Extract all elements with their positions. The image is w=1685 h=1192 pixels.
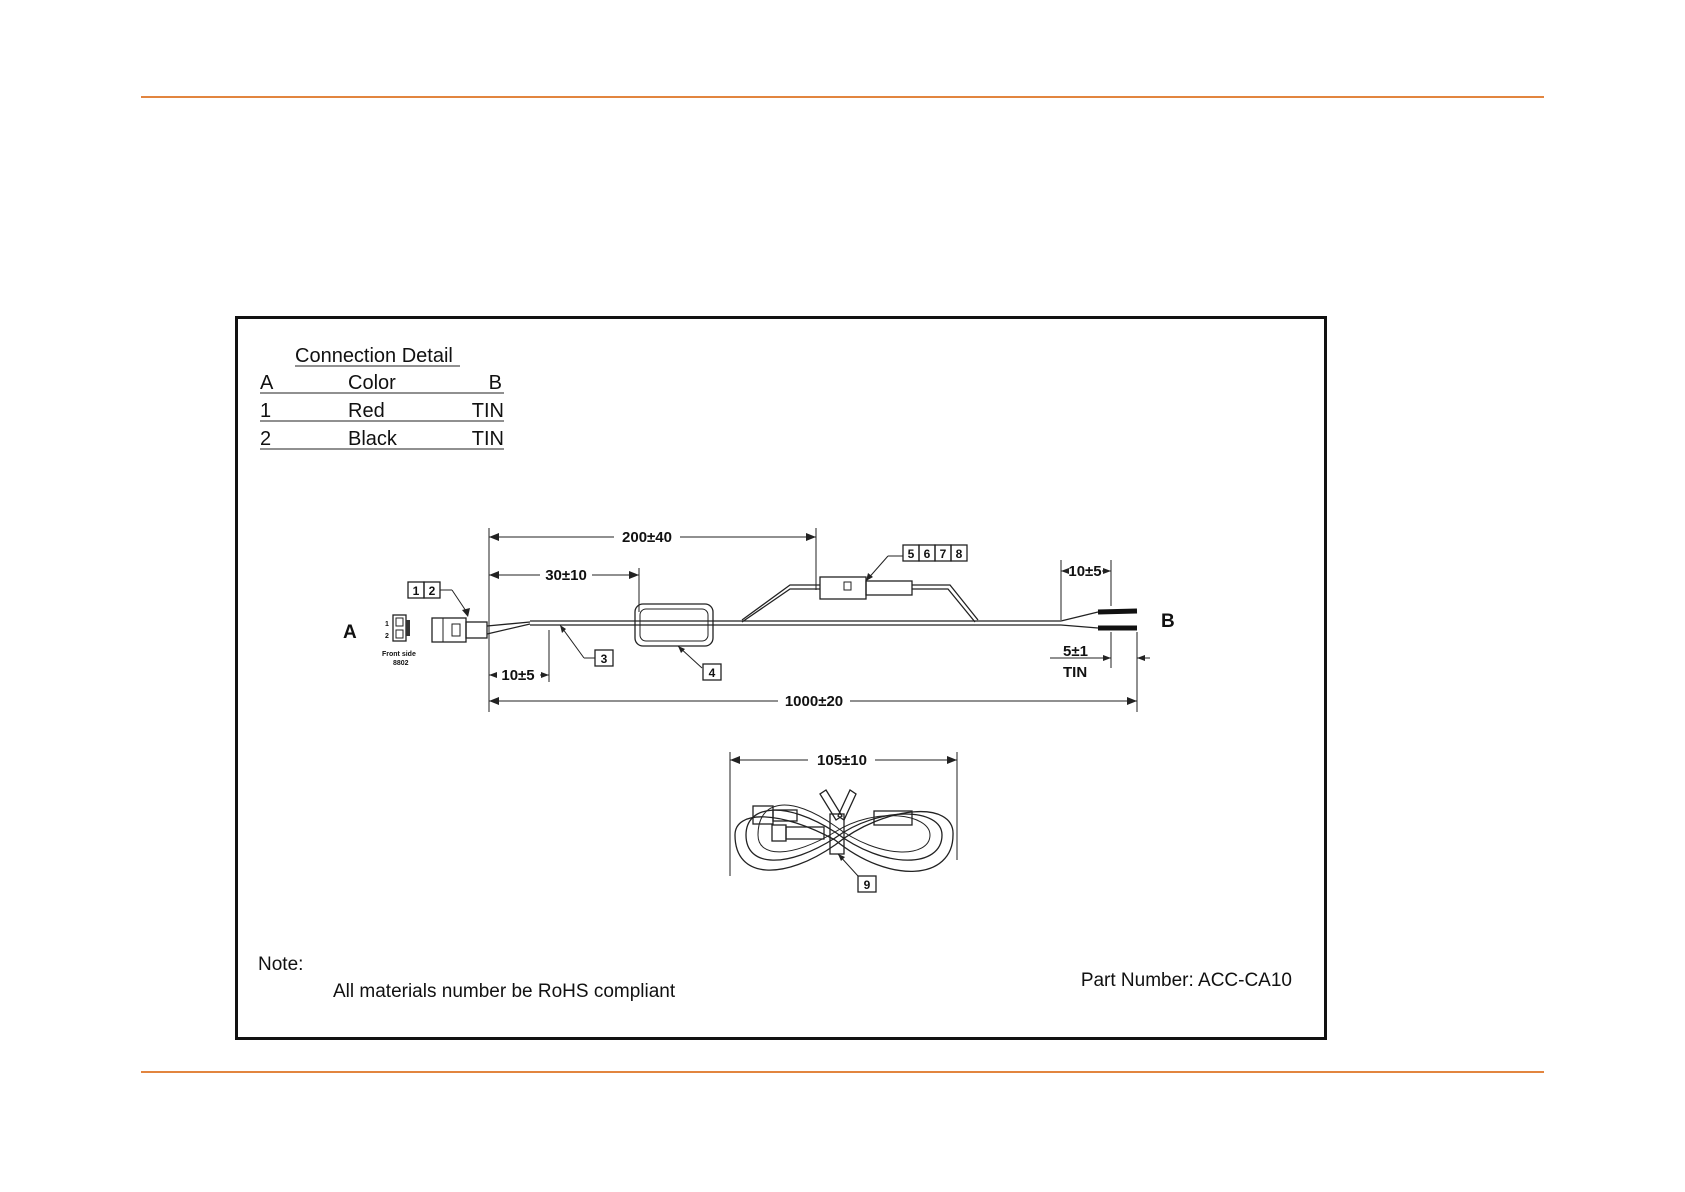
dim-30-label: 30±10 — [545, 567, 587, 584]
callout-4: 4 — [709, 666, 716, 680]
connection-detail-table: Connection Detail A Color B 1 Red TIN 2 … — [260, 345, 504, 450]
dim-1000-label: 1000±20 — [785, 693, 843, 710]
callout-8: 8 — [956, 547, 963, 561]
callout-6: 6 — [924, 547, 931, 561]
dimension-200: 200±40 — [489, 528, 816, 712]
callout-5: 5 — [908, 547, 915, 561]
connection-detail-title: Connection Detail — [295, 345, 453, 367]
dimension-5: 5±1 TIN — [1050, 632, 1150, 700]
note-heading: Note: — [258, 954, 303, 975]
row2-color: Black — [348, 428, 398, 450]
connector-a: A 1 2 Front side 8802 — [343, 615, 487, 667]
pin2-label: 2 — [385, 633, 389, 640]
row1-b: TIN — [472, 400, 504, 422]
header-b: B — [489, 372, 502, 394]
end-b-label: B — [1161, 611, 1175, 632]
callout-wire: 3 — [560, 625, 613, 666]
row2-b: TIN — [472, 428, 504, 450]
pin1-label: 1 — [385, 621, 389, 628]
dim-200-label: 200±40 — [622, 529, 672, 546]
wire-main — [487, 611, 1137, 634]
dimension-10-left: 10±5 — [489, 630, 549, 684]
callout-9: 9 — [864, 878, 871, 892]
coiled-cable-view: 105±10 9 — [730, 752, 957, 892]
callout-1: 1 — [413, 584, 420, 598]
dim-10-right-label: 10±5 — [1068, 563, 1101, 580]
tin-label: TIN — [1063, 664, 1087, 681]
row1-a: 1 — [260, 400, 271, 422]
part-number: Part Number: ACC-CA10 — [1081, 970, 1292, 991]
dim-10-left-label: 10±5 — [501, 667, 534, 684]
ferrite-core: 4 — [635, 604, 721, 680]
header-a: A — [260, 372, 274, 394]
front-side-label: Front side — [382, 651, 416, 658]
callout-connector: 1 2 — [408, 582, 470, 617]
dim-105-label: 105±10 — [817, 752, 867, 769]
end-a-label: A — [343, 622, 357, 643]
dimension-30: 30±10 — [489, 567, 639, 612]
dimension-1000: 1000±20 — [489, 632, 1137, 712]
fuse-branch — [742, 556, 978, 622]
callout-fuse: 5 6 7 8 — [903, 545, 967, 561]
dim-5-label: 5±1 — [1063, 643, 1088, 660]
row1-color: Red — [348, 400, 385, 422]
row2-a: 2 — [260, 428, 271, 450]
header-color: Color — [348, 372, 396, 394]
callout-3: 3 — [601, 652, 608, 666]
callout-7: 7 — [940, 547, 947, 561]
note-text: All materials number be RoHS compliant — [333, 981, 676, 1002]
callout-2: 2 — [429, 584, 436, 598]
front-side-sub: 8802 — [393, 660, 409, 667]
